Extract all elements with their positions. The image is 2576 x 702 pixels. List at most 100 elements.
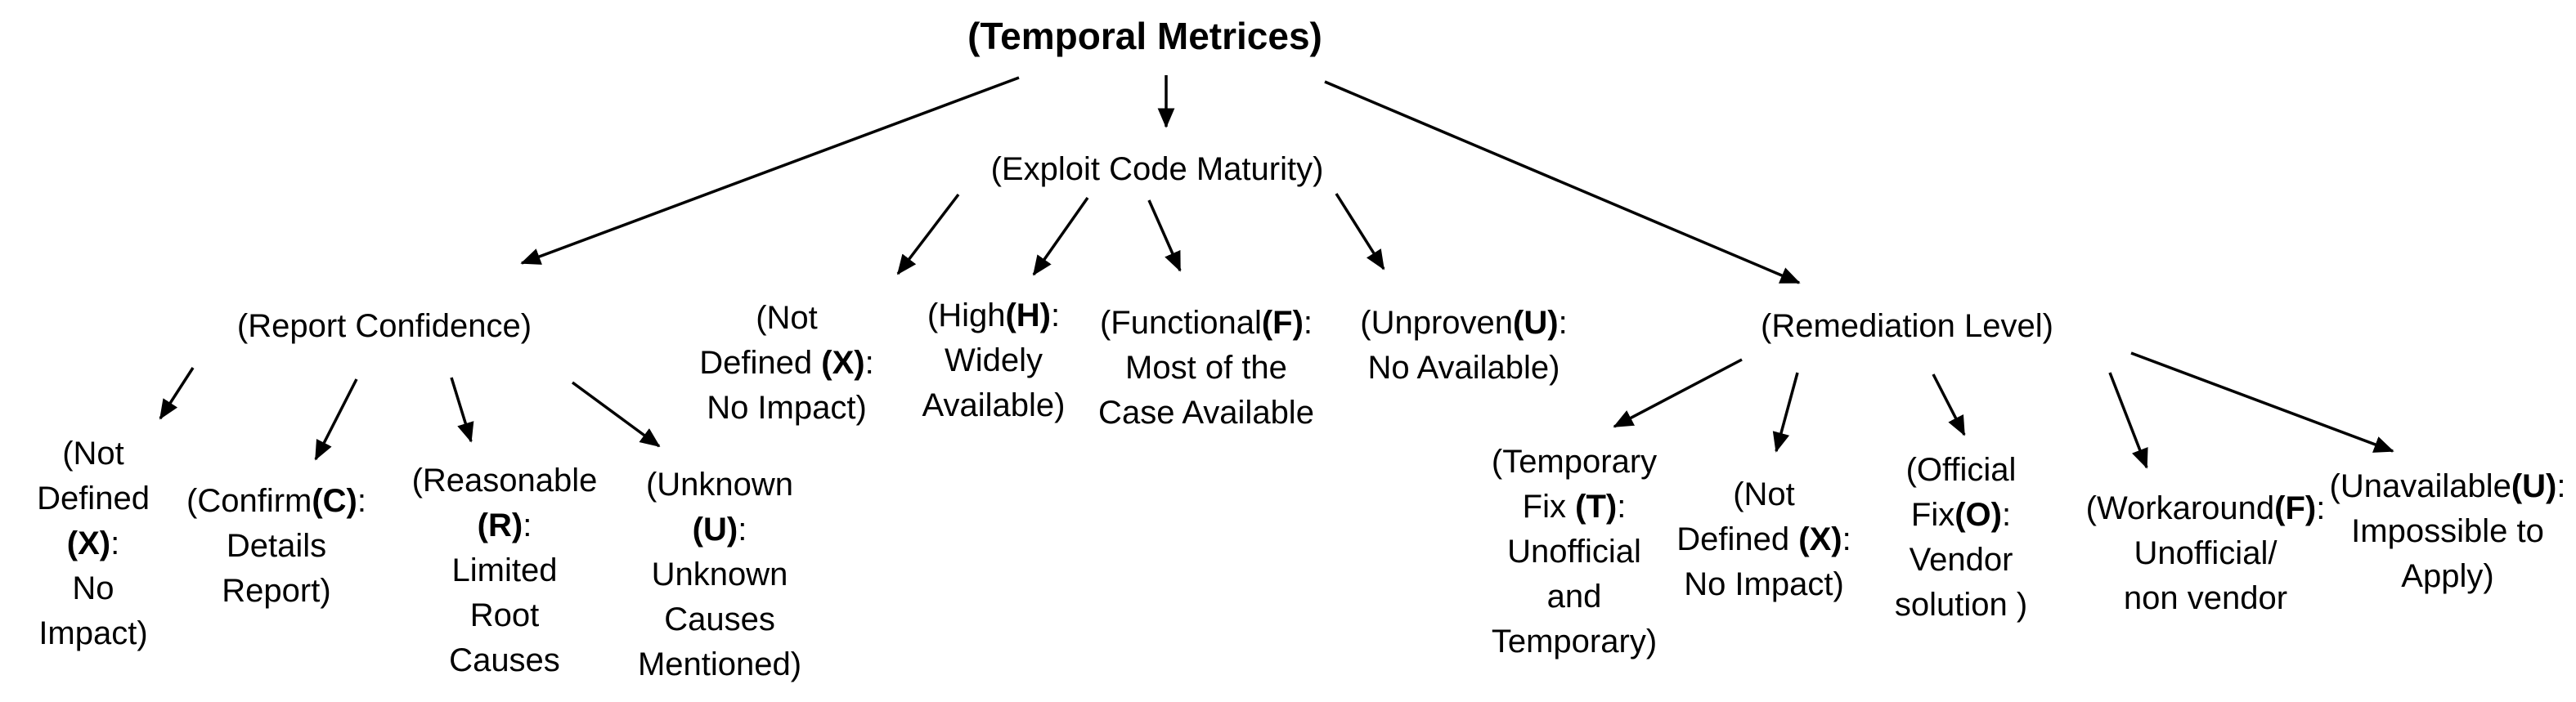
label-segment: (Temporal Metrices) [967, 15, 1322, 57]
label-segment: No Impact) [1684, 566, 1844, 602]
label-segment: (Remediation Level) [1761, 308, 2053, 344]
node-line: (Confirm(C): [186, 479, 366, 524]
label-segment: (U) [2511, 468, 2557, 504]
label-segment: (R) [477, 507, 523, 543]
node-temporal-metrices: (Temporal Metrices) [967, 15, 1322, 57]
label-segment: Unknown [651, 557, 788, 592]
node-line: Available) [922, 383, 1066, 428]
node-line: Defined [37, 476, 150, 521]
label-segment: Apply) [2401, 558, 2494, 594]
node-line: (Not [699, 296, 873, 341]
label-segment: (C) [312, 483, 357, 519]
node-line: Report) [186, 569, 366, 614]
node-line: (Unavailable(U): [2330, 464, 2566, 509]
node-line: (Temporary [1492, 440, 1657, 485]
label-segment: Limited [451, 552, 558, 588]
label-segment: (Not [756, 300, 818, 336]
label-segment: Widely [944, 342, 1043, 378]
label-segment: : [1050, 297, 1061, 333]
node-rl-workaround: (Workaround(F):Unofficial/non vendor [2086, 486, 2326, 621]
node-line: (Not [1676, 472, 1851, 517]
edge-remediation-level-to-rl-official-fix [1932, 373, 1966, 436]
node-line: (U): [638, 507, 801, 552]
label-segment: Available) [922, 387, 1066, 423]
edge-report-confidence-to-rc-confirm [314, 378, 358, 461]
label-segment: (X) [1798, 521, 1842, 557]
edge-report-confidence-to-rc-reasonable [450, 377, 474, 443]
label-segment: Impossible to [2351, 513, 2544, 549]
node-line: Impossible to [2330, 509, 2566, 554]
label-segment: : [2316, 490, 2326, 526]
node-line: (Functional(F): [1098, 301, 1314, 346]
label-segment: Details [226, 528, 327, 564]
label-segment: Defined [699, 345, 822, 381]
label-segment: : [864, 345, 874, 381]
label-segment: : [1558, 305, 1568, 341]
label-segment: (F) [2274, 490, 2317, 526]
label-segment: No [72, 570, 114, 606]
label-segment: : [2556, 468, 2566, 504]
label-segment: (Reasonable [411, 463, 598, 499]
node-line: Most of the [1098, 346, 1314, 391]
label-segment: Fix [1522, 489, 1576, 525]
label-segment: Unofficial [1507, 534, 1641, 570]
node-line: (Not [37, 431, 150, 476]
label-segment: (X) [821, 345, 865, 381]
label-segment: Causes [449, 642, 560, 678]
node-line: Impact) [37, 611, 150, 656]
label-segment: : [523, 507, 532, 543]
label-segment: (Functional [1099, 305, 1262, 341]
node-line: (Report Confidence) [237, 304, 532, 349]
label-segment: : [1617, 489, 1627, 525]
label-segment: Fix [1910, 497, 1955, 533]
edge-remediation-level-to-rl-not-defined [1772, 372, 1799, 453]
node-line: No [37, 566, 150, 611]
label-segment: : [1303, 305, 1313, 341]
label-segment: (Official [1905, 452, 2017, 488]
label-segment: (Workaround [2085, 490, 2275, 526]
edge-exploit-code-maturity-to-ecm-functional [1147, 199, 1182, 272]
label-segment: (Exploit Code Maturity) [990, 151, 1324, 187]
label-segment: non vendor [2123, 580, 2288, 616]
node-rl-unavailable: (Unavailable(U): Impossible to Apply) [2330, 464, 2566, 599]
edge-remediation-level-to-rl-temporary-fix [1613, 358, 1743, 428]
label-segment: (Unproven [1360, 305, 1514, 341]
label-segment: (T) [1575, 489, 1618, 525]
node-line: (Exploit Code Maturity) [991, 147, 1324, 192]
label-segment: (High [927, 297, 1006, 333]
label-segment: Case Available [1098, 395, 1314, 431]
label-segment: (Unavailable [2329, 468, 2511, 504]
label-segment: Defined [1676, 521, 1799, 557]
label-segment: Root [469, 597, 540, 633]
label-segment: Temporary) [1491, 624, 1658, 660]
node-line: Details [186, 524, 366, 569]
label-segment: (H) [1005, 297, 1051, 333]
label-segment: Most of the [1125, 350, 1287, 386]
label-segment: (Report Confidence) [236, 308, 532, 344]
label-segment: Defined [37, 481, 150, 516]
label-segment: (U) [1513, 305, 1559, 341]
node-line: Widely [922, 338, 1066, 383]
node-line: (R): [412, 503, 598, 548]
node-line: Limited [412, 548, 598, 593]
node-line: Root [412, 593, 598, 638]
label-segment: (Unknown [645, 467, 794, 503]
node-line: (High(H): [922, 293, 1066, 338]
edge-remediation-level-to-rl-unavailable [2130, 351, 2394, 453]
node-line: Vendor [1895, 538, 2027, 583]
node-line: No Impact) [1676, 562, 1851, 607]
label-segment: Impact) [38, 615, 148, 651]
label-segment: No Impact) [707, 390, 867, 426]
label-segment: Report) [222, 573, 331, 609]
label-segment: : [2001, 497, 2012, 533]
edge-exploit-code-maturity-to-ecm-not-defined [896, 193, 960, 275]
node-line: Unknown [638, 552, 801, 597]
